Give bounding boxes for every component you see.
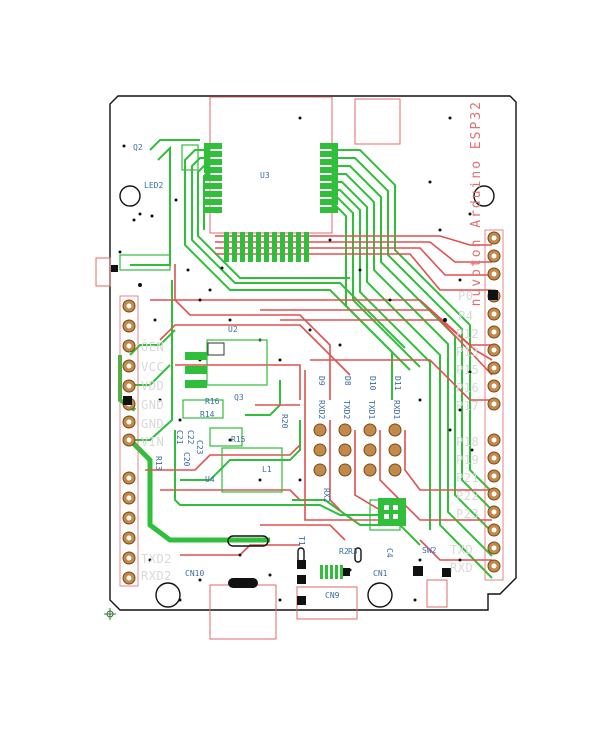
label-txd2: TXD2: [342, 400, 351, 420]
cn10-pill-2: [228, 578, 258, 588]
bottom-connector-courtyard: [209, 584, 277, 640]
power-trace: [128, 438, 270, 543]
right-pin-label-2: P12: [456, 327, 480, 341]
right-pin-label-10: P22: [456, 489, 480, 503]
label-led2: LED2: [144, 181, 164, 190]
label-cn1: CN1: [373, 569, 388, 578]
u2-pads: [185, 352, 207, 388]
cn1-footprint: [320, 565, 343, 579]
u3-courtyard: [209, 96, 333, 234]
label-rxd1: RXD1: [392, 400, 401, 420]
component-outlines: [119, 144, 401, 531]
left-pin-label-1: VCC: [141, 360, 165, 374]
label-cn10: CN10: [185, 569, 205, 578]
left-pin-label-0: ŌEN: [141, 340, 165, 354]
left-pin-label-2: VDD: [141, 379, 165, 393]
right-bottom-box: [426, 579, 448, 608]
test-pads: [111, 265, 498, 605]
label-q2: Q2: [133, 143, 143, 152]
label-t1: T1: [297, 536, 306, 546]
left-pin-label-7: RXD2: [141, 569, 172, 583]
middle-pads: [313, 423, 402, 477]
cn10-pill: [227, 535, 269, 547]
right-pin-label-8: P19: [456, 453, 480, 467]
u2-pad-white: [207, 342, 225, 356]
top-right-box: [354, 98, 401, 145]
right-pin-label-5: P16: [456, 381, 480, 395]
origin-marker: [104, 608, 116, 620]
label-u2: U2: [228, 325, 238, 334]
label-c20: C20: [182, 452, 191, 467]
right-pin-label-4: P15: [456, 363, 480, 377]
label-r2: R2: [339, 547, 349, 556]
right-vertical-text: nuvoton Arduino ESP32: [469, 100, 484, 307]
label-r16: R16: [205, 397, 220, 406]
label-c22: C22: [186, 430, 195, 445]
usb-pill-left: [297, 547, 305, 563]
left-pin-label-3: GND: [141, 398, 165, 412]
right-pin-label-9: P21: [456, 471, 480, 485]
label-r3: R3: [348, 547, 358, 556]
left-pin-label-5: VIN: [141, 435, 165, 449]
u3-bottom-pads: [224, 232, 309, 262]
sw2-dots: [384, 505, 398, 519]
right-pin-label-11: P23: [456, 507, 480, 521]
label-rxd2: RXD2: [317, 400, 326, 420]
top-copper-traces: [145, 235, 493, 561]
label-c23: C23: [195, 440, 204, 455]
label-r15: R15: [231, 435, 246, 444]
vias: [118, 116, 474, 602]
label-u4: U4: [205, 475, 215, 484]
left-jack-courtyard: [95, 257, 111, 287]
right-pin-label-1: P4: [458, 309, 474, 323]
right-pin-label-6: P17: [456, 399, 480, 413]
left-header: [119, 295, 139, 587]
label-d10: D10: [368, 376, 377, 391]
mounting-holes: [119, 185, 495, 608]
left-pin-label-4: GND: [141, 417, 165, 431]
sw2-block: [378, 498, 406, 526]
label-r14: R14: [200, 410, 215, 419]
label-r13: R13: [154, 456, 163, 471]
label-sw2: SW2: [422, 546, 437, 555]
right-pin-label-7: P18: [456, 435, 480, 449]
label-q3: Q3: [234, 393, 244, 402]
right-pin-label-13: RXD: [450, 561, 474, 575]
label-d11: D11: [393, 376, 402, 391]
right-pin-label-0: P0: [458, 289, 474, 303]
right-pin-label-12: TXD: [450, 543, 474, 557]
label-d9: D9: [317, 376, 326, 386]
label-c21: C21: [175, 430, 184, 445]
left-pin-label-6: TXD2: [141, 552, 172, 566]
right-pin-label-3: P13: [456, 345, 480, 359]
bottom-copper-traces: [125, 139, 493, 579]
label-d8: D8: [343, 376, 352, 386]
usb-pill-right: [354, 547, 362, 563]
label-txd1: TXD1: [367, 400, 376, 420]
label-u3: U3: [260, 171, 270, 180]
label-r20: R20: [280, 414, 289, 429]
label-c4: C4: [385, 548, 394, 558]
board-outline: [109, 95, 517, 611]
label-l1: L1: [262, 465, 272, 474]
label-rx2: RX2: [322, 488, 331, 503]
u3-pads: [204, 143, 338, 213]
label-cn9: CN9: [325, 591, 340, 600]
